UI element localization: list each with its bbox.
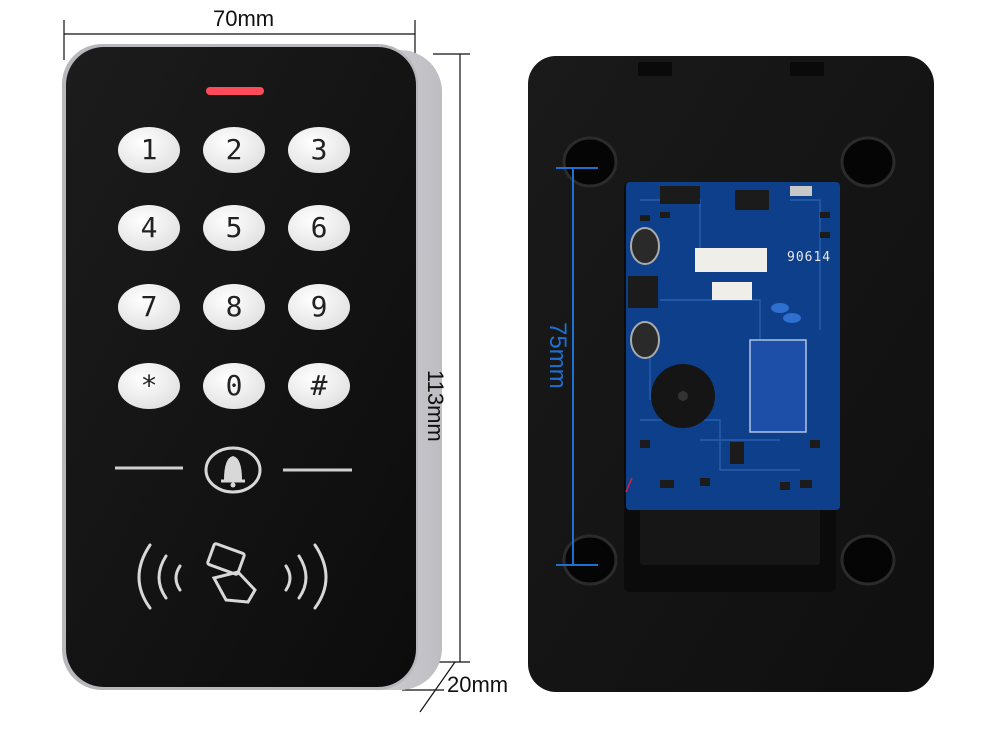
mounting-holes bbox=[562, 136, 896, 586]
keypad-device-back bbox=[528, 56, 934, 692]
dimension-hole-spacing-line bbox=[556, 167, 598, 566]
board-serial-label: 90614 bbox=[787, 250, 832, 265]
width-dimension-label: 70mm bbox=[213, 6, 275, 31]
status-led bbox=[206, 87, 264, 95]
doorbell-icon bbox=[204, 446, 262, 494]
keypad-device-front bbox=[62, 44, 442, 690]
height-dimension-label: 113mm bbox=[423, 370, 448, 442]
depth-dimension-label: 20mm bbox=[447, 672, 509, 697]
hole-spacing-dimension-label: 75mm bbox=[544, 322, 571, 389]
rfid-card-icon bbox=[137, 542, 328, 610]
dimension-depth-line bbox=[402, 661, 456, 713]
keypad-keys bbox=[118, 127, 350, 409]
circuit-board bbox=[625, 182, 840, 510]
